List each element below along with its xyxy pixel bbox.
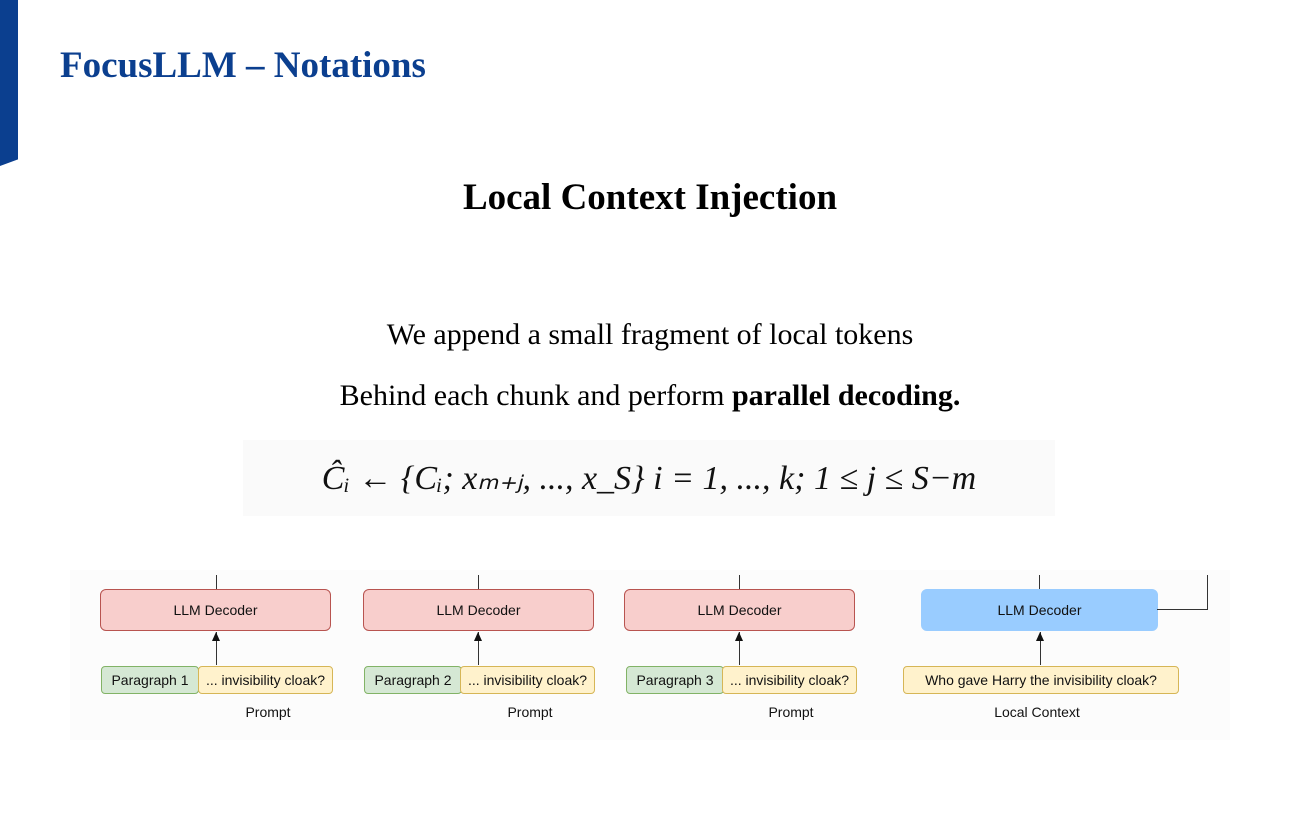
diagram: LLM Decoder Paragraph 1 ... invisibility… <box>70 570 1230 740</box>
local-query-box: Who gave Harry the invisibility cloak? <box>903 666 1179 694</box>
paragraph-box-2: Paragraph 2 <box>364 666 462 694</box>
paragraph-box-1: Paragraph 1 <box>101 666 199 694</box>
paragraph-box-3: Paragraph 3 <box>626 666 724 694</box>
arrow-up-icon <box>212 632 220 665</box>
caption-1: Prompt <box>245 704 291 720</box>
arrow-up-icon <box>735 632 743 665</box>
caption-3: Prompt <box>768 704 814 720</box>
body-line-2-bold: parallel decoding. <box>732 379 961 412</box>
llm-decoder-2: LLM Decoder <box>363 589 594 631</box>
arrow-up-icon <box>1036 632 1044 665</box>
query-box-1: ... invisibility cloak? <box>198 666 333 694</box>
caption-2: Prompt <box>507 704 553 720</box>
accent-bar <box>0 0 18 166</box>
query-box-2: ... invisibility cloak? <box>460 666 595 694</box>
body-line-1: We append a small fragment of local toke… <box>386 318 914 351</box>
llm-decoder-3: LLM Decoder <box>624 589 855 631</box>
formula-text: Ĉᵢ ← {Cᵢ; xₘ₊ⱼ, ..., x_S} i = 1, ..., k;… <box>321 460 977 497</box>
query-box-3: ... invisibility cloak? <box>722 666 857 694</box>
body-line-2: Behind each chunk and perform parallel d… <box>0 379 1292 413</box>
llm-decoder-local: LLM Decoder <box>921 589 1158 631</box>
slide-title: FocusLLM – Notations <box>60 45 426 86</box>
formula: Ĉᵢ ← {Cᵢ; xₘ₊ⱼ, ..., x_S} i = 1, ..., k;… <box>243 440 1055 516</box>
arrow-up-icon <box>474 632 482 665</box>
section-heading: Local Context Injection <box>462 177 838 218</box>
caption-local: Local Context <box>994 704 1080 720</box>
body-line-2-text: Behind each chunk and perform <box>339 379 732 412</box>
llm-decoder-1: LLM Decoder <box>100 589 331 631</box>
